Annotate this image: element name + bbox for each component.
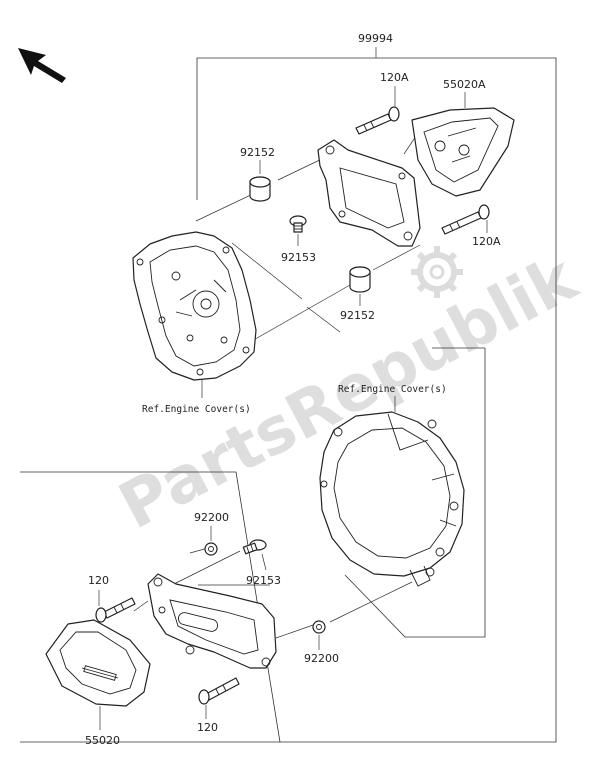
bolt-lower <box>198 677 240 705</box>
bracket-upper <box>317 139 421 247</box>
washer-upper-label: 92200 <box>194 511 229 524</box>
screw-upper <box>289 215 307 233</box>
bolt-lower-left <box>95 597 136 623</box>
slider-upper <box>411 107 515 197</box>
bolt-upper-left <box>355 106 400 135</box>
bolt-upper-right <box>441 204 490 235</box>
bolt-lower-left-label: 120 <box>88 574 109 587</box>
engine-cover-left <box>132 231 257 381</box>
screw-lower <box>242 539 267 555</box>
washer-lower <box>312 620 326 634</box>
washer-lower-label: 92200 <box>304 652 339 665</box>
bolt-upper-right-label: 120A <box>472 235 501 248</box>
ref-engine-cover-left-label: Ref.Engine Cover(s) <box>142 404 251 415</box>
arrow-up-left-icon <box>18 48 66 83</box>
screw-lower-label: 92153 <box>246 574 281 587</box>
slider-lower <box>45 619 151 707</box>
collar-upper-label: 92152 <box>240 146 275 159</box>
guide-lines <box>133 132 421 639</box>
slider-upper-label: 55020A <box>443 78 486 91</box>
bracket-lower <box>147 573 277 669</box>
screw-upper-label: 92153 <box>281 251 316 264</box>
bolt-lower-label: 120 <box>197 721 218 734</box>
washer-upper <box>204 542 218 556</box>
slider-lower-label: 55020 <box>85 734 120 747</box>
collar-lower <box>349 266 371 293</box>
collar-upper <box>249 176 271 202</box>
bolt-upper-left-label: 120A <box>380 71 409 84</box>
kit-number-label: 99994 <box>358 32 393 45</box>
ref-engine-cover-right-label: Ref.Engine Cover(s) <box>338 384 447 395</box>
gear-icon <box>411 246 463 298</box>
engine-cover-right <box>319 411 465 587</box>
collar-lower-label: 92152 <box>340 309 375 322</box>
